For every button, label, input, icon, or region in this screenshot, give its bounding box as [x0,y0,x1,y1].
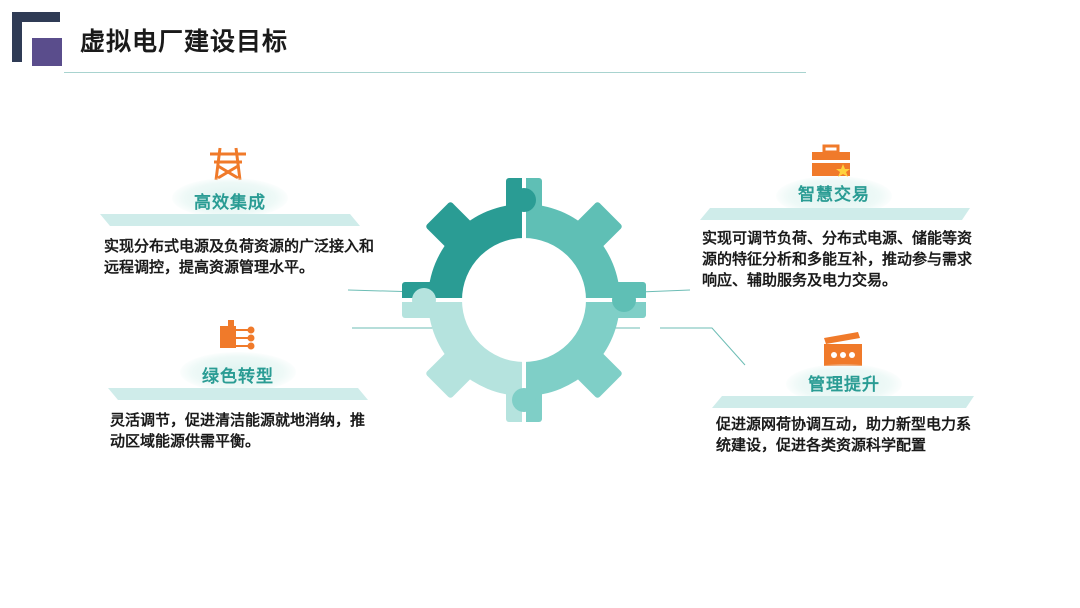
logo-icon [12,12,62,66]
item-desc-efficient-integration: 实现分布式电源及负荷资源的广泛接入和远程调控，提高资源管理水平。 [104,237,375,276]
ribbon-bottom-left [108,388,368,400]
title-divider [64,72,806,73]
item-label-green-transition: 绿色转型 [202,367,274,387]
item-label-smart-trading: 智慧交易 [798,185,870,205]
ribbon-bottom-right [712,396,974,408]
item-desc-management-upgrade: 促进源网荷协调互动，助力新型电力系统建设，促进各类资源科学配置 [716,415,972,454]
item-desc-smart-trading: 实现可调节负荷、分布式电源、储能等资源的特征分析和多能互补，推动参与需求响应、辅… [702,229,973,289]
gear-hole [462,238,586,362]
connector-line-top-right [639,289,691,293]
transmission-tower-icon [210,147,246,181]
item-label-management-upgrade: 管理提升 [808,375,880,395]
ribbon-top-right [700,208,970,220]
item-desc-green-transition: 灵活调节，促进清洁能源就地消纳，推动区域能源供需平衡。 [110,411,366,450]
ribbon-top-left [100,214,360,226]
network-nodes-icon [220,320,255,350]
item-label-efficient-integration: 高效集成 [194,193,266,213]
clapperboard-icon [824,332,862,366]
page-title: 虚拟电厂建设目标 [80,27,289,56]
briefcase-star-icon [812,144,850,177]
connector-line-bottom-right [660,327,746,366]
